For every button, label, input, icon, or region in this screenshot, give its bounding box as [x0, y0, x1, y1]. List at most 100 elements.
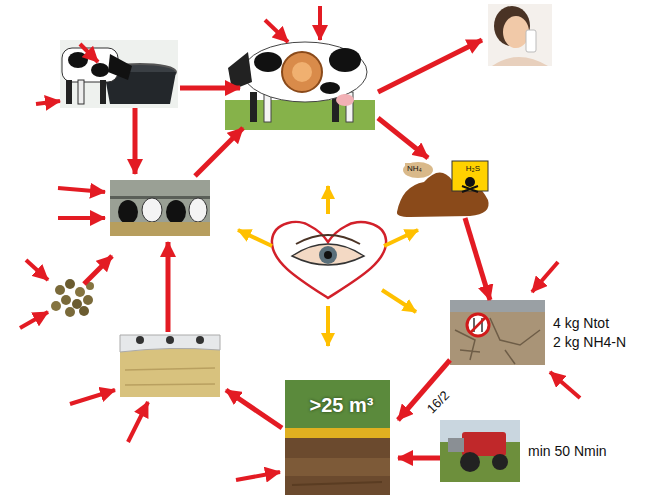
soil-profile-photo: [285, 428, 390, 438]
feeding-cows-photo: [110, 180, 210, 236]
feed-pellets: [79, 306, 89, 316]
fertilizer-spreader-photo: [448, 438, 464, 452]
text-holder: 4 kg Ntot2 kg NH4-N: [553, 300, 626, 365]
cow-rumen-photo: [329, 48, 361, 72]
slurry-field-photo: [450, 300, 545, 365]
silage-clamp-photo: [120, 335, 220, 397]
eye-heart: [272, 222, 386, 298]
cow-rumen-photo: [336, 94, 354, 106]
flow-arrow: [84, 40, 482, 428]
care-arrow: [382, 290, 416, 312]
milk-drinker-photo: [503, 16, 529, 48]
node-text: H₂S: [464, 163, 482, 174]
eye-heart: [296, 235, 360, 244]
soil-profile-photo: [285, 458, 390, 476]
feed-pellets: [51, 279, 94, 317]
node-text: NH₄: [405, 163, 424, 174]
drinking-cow-photo: [60, 40, 178, 108]
feeding-cows-photo: [110, 180, 210, 236]
fertilizer-spreader-photo: [460, 452, 480, 472]
care-arrow: [238, 186, 418, 346]
soil-profile-photo: [285, 380, 390, 495]
cow-rumen-photo: [250, 92, 257, 122]
soil-profile-photo: [285, 438, 390, 495]
milk-drinker-photo: [526, 30, 536, 52]
slurry-field-photo: [450, 300, 545, 312]
slurry-field-photo: [450, 300, 545, 365]
flow-arrow: [180, 86, 240, 91]
feeding-cows-photo: [166, 200, 186, 224]
input-arrow: [20, 312, 48, 328]
cow-rumen-photo: [320, 82, 340, 94]
manure-heap: [462, 186, 478, 192]
drinking-cow-photo: [78, 80, 84, 104]
feeding-cows-photo: [110, 222, 210, 236]
soil-profile-photo: [285, 380, 390, 432]
input-arrow: [36, 101, 60, 104]
care-arrow: [238, 230, 272, 246]
node-text: >25 m³: [310, 394, 374, 417]
node-text: 4 kg Ntot: [553, 314, 626, 333]
silage-clamp-photo: [136, 336, 144, 344]
feed-pellets: [75, 287, 85, 297]
soil-profile-node: >25 m³: [285, 380, 398, 495]
fertilizer-spreader-photo: [440, 420, 520, 482]
input-arrow: [318, 6, 322, 40]
feed-pellets: [61, 295, 71, 305]
care-arrow: [384, 230, 418, 246]
cow-rumen-photo: [243, 42, 367, 102]
care-arrow: [326, 306, 330, 346]
slurry-field-photo: [467, 314, 489, 336]
feeding-cows-photo: [142, 198, 162, 222]
soil-profile-photo: [292, 482, 382, 485]
drinking-cow-photo: [66, 80, 72, 104]
node-text: min 50 Nmin: [528, 442, 607, 461]
cow-rumen-photo: [282, 52, 322, 92]
drinking-cow-photo: [108, 54, 132, 80]
eye-heart: [292, 244, 364, 265]
milk-drinker-photo: [488, 4, 552, 66]
input-arrow: [236, 472, 280, 480]
feed-pellets: [51, 301, 61, 311]
feed-pellets: [83, 295, 93, 305]
silage-clamp-photo: [196, 336, 204, 344]
text-holder: >25 m³: [285, 380, 398, 417]
input-arrow: [265, 20, 288, 42]
flow-connector: [465, 218, 490, 300]
manure-heap: [465, 177, 475, 187]
input-arrow: [58, 188, 105, 192]
slurry-field-photo: [470, 317, 486, 333]
drinking-cow-photo: [68, 52, 88, 68]
input-arrow: [58, 216, 105, 220]
feeding-cows-photo: [189, 198, 207, 222]
cow-rumen-photo: [228, 52, 252, 90]
drinking-cow-photo: [91, 63, 109, 77]
input-arrow: [532, 262, 558, 292]
manure-heap: [397, 161, 489, 217]
eye-heart: [319, 246, 337, 264]
flow-arrow: [133, 108, 138, 174]
flow-arrow: [84, 256, 112, 284]
milk-drinker-photo: [488, 4, 552, 66]
text-holder: NH₄ H₂S: [395, 160, 490, 174]
text-holder: min 50 Nmin: [528, 420, 607, 482]
silage-clamp-photo: [120, 335, 220, 352]
cow-rumen-photo: [292, 62, 312, 82]
input-arrow: [20, 6, 580, 480]
flow-arrow: [378, 40, 482, 92]
edge-label: 16/2: [422, 386, 453, 417]
manure-heap: [452, 161, 488, 191]
cow-rumen-photo: [225, 42, 375, 130]
care-arrow: [326, 186, 330, 214]
fertilizer-spreader-photo: [492, 454, 508, 470]
eye-heart: [324, 251, 332, 259]
flow-arrow: [195, 128, 243, 176]
feed-pellets: [65, 279, 75, 289]
feed-pellets: [65, 307, 75, 317]
input-arrow: [80, 44, 98, 62]
milk-drinker-photo: [492, 57, 548, 66]
input-arrow: [26, 260, 48, 280]
flow-arrow: [226, 390, 282, 428]
